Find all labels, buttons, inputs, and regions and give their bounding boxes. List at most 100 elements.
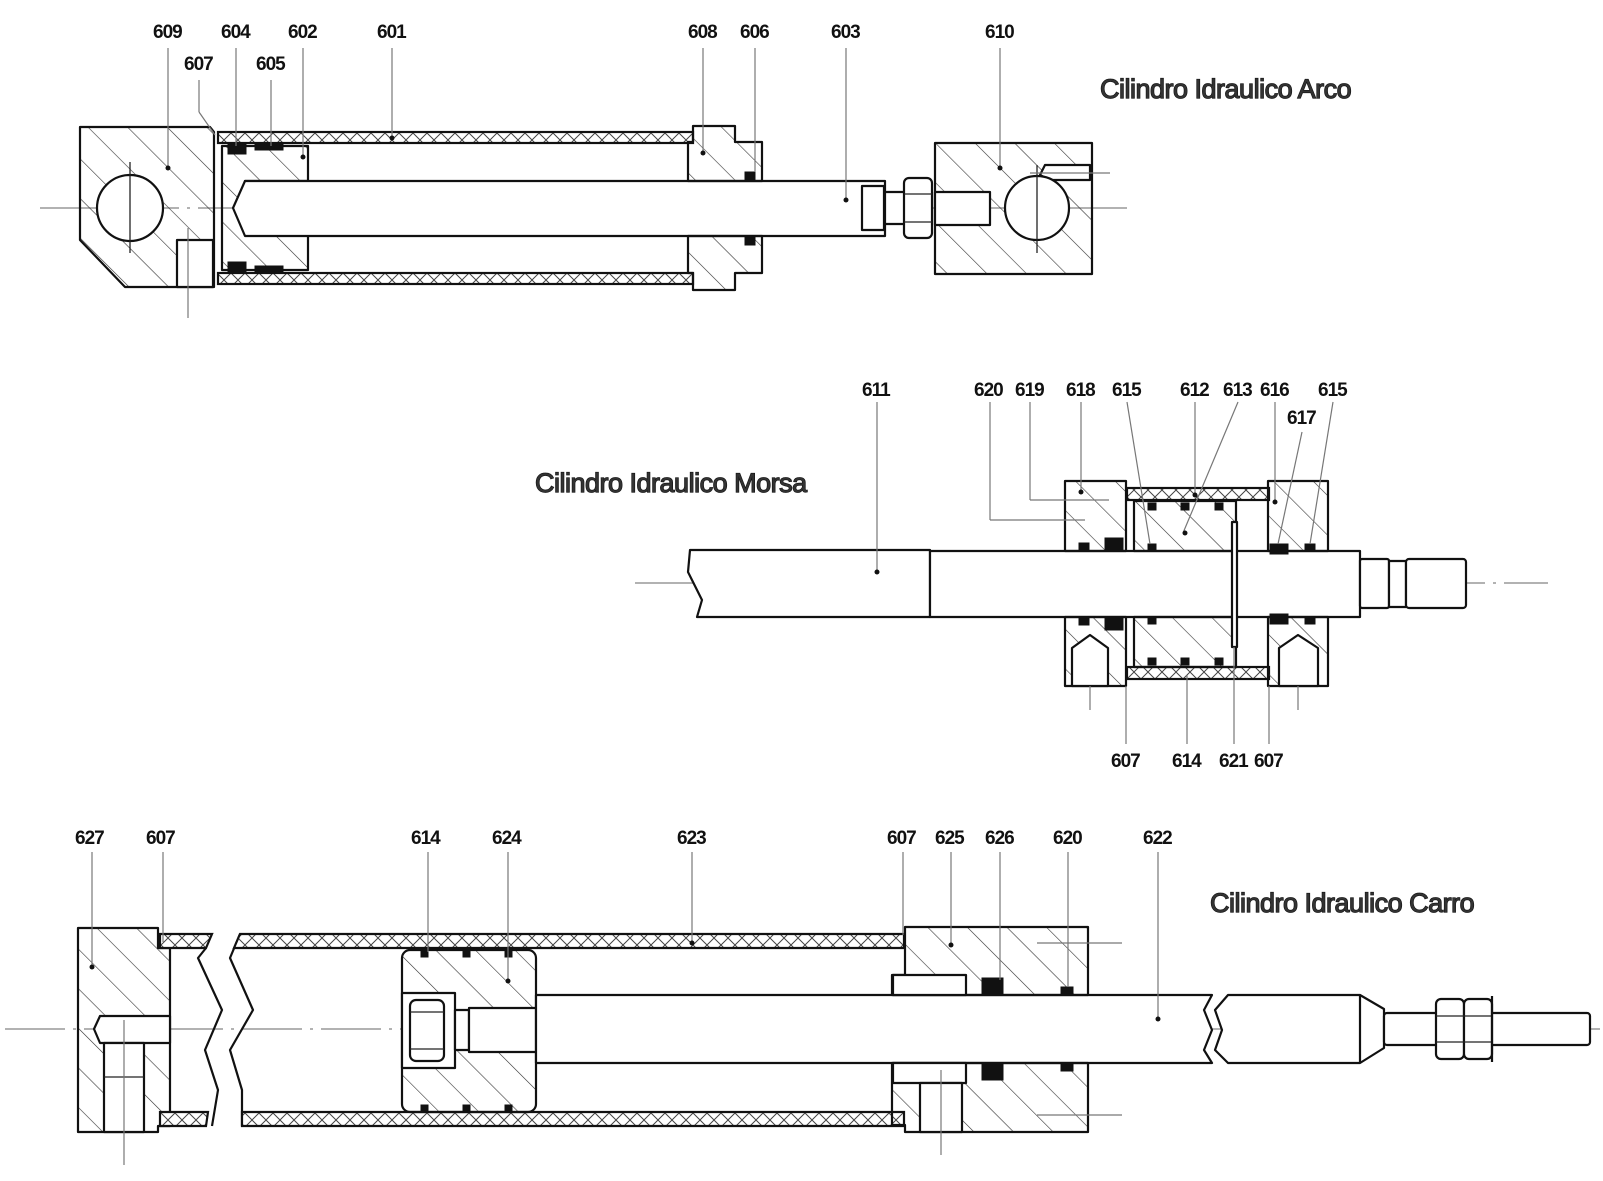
part-621-ring: [1230, 520, 1239, 649]
callout-607-right: 607: [1254, 751, 1283, 772]
part-614-seal: [462, 949, 471, 958]
part-608-head-bottom: [686, 234, 764, 292]
part-601-barrel-bottom: [216, 271, 695, 286]
part-615-seal: [1214, 657, 1224, 666]
part-615-seal: [1214, 502, 1224, 511]
callout-615-right: 615: [1318, 380, 1348, 401]
callout-607: 607: [184, 54, 213, 75]
part-618-left-cap-top: [1063, 479, 1128, 553]
callout-605: 605: [256, 54, 286, 75]
cylinder-morsa: Cilindro Idraulico Morsa: [534, 380, 1548, 772]
callout-619: 619: [1015, 380, 1044, 401]
callout-624: 624: [492, 828, 522, 849]
rod-body: [928, 549, 1362, 619]
cylinder-carro: Cilindro Idraulico Carro: [5, 828, 1600, 1165]
part-623-barrel-top: [232, 932, 906, 950]
callout-607-left: 607: [1111, 751, 1140, 772]
callout-620: 620: [1053, 828, 1082, 849]
callout-614: 614: [411, 828, 441, 849]
break-line-left: [196, 947, 224, 1127]
leaders-arco: [165, 48, 1003, 203]
rod-spigot: [467, 1006, 538, 1054]
rod-end-collar: [860, 184, 886, 232]
callout-601: 601: [377, 22, 407, 43]
part-620-seal-top: [1060, 986, 1074, 996]
port-fitting: [175, 238, 215, 289]
callout-613: 613: [1223, 380, 1252, 401]
part-614-barrel-bottom: [1125, 665, 1271, 681]
callout-609: 609: [153, 22, 182, 43]
callout-607-left: 607: [146, 828, 175, 849]
part-615-seal: [1147, 543, 1157, 552]
port-fitting-left: [1070, 633, 1110, 688]
callout-616: 616: [1260, 380, 1289, 401]
callout-627: 627: [75, 828, 104, 849]
title-arco: Cilindro Idraulico Arco: [1100, 74, 1351, 104]
part-626-seal-bottom: [981, 1062, 1004, 1081]
part-617-seal-top: [1269, 543, 1289, 555]
part-623-barrel-bottom: [240, 1110, 906, 1128]
part-603-rod: [231, 179, 887, 238]
rod-end-body: [1213, 993, 1386, 1065]
callout-618: 618: [1066, 380, 1095, 401]
part-615-seal: [1147, 502, 1157, 511]
lock-nut: [902, 176, 934, 240]
callout-617: 617: [1287, 408, 1316, 429]
rod-tip: [1404, 557, 1468, 610]
callout-612: 612: [1180, 380, 1209, 401]
callout-602: 602: [288, 22, 317, 43]
part-620-seal-bottom: [1078, 616, 1090, 626]
title-morsa: Cilindro Idraulico Morsa: [535, 468, 808, 498]
leaders-morsa: [874, 401, 1334, 744]
part-614-seal: [420, 949, 429, 958]
part-615-seal-bottom: [1304, 616, 1316, 625]
callout-607-right: 607: [887, 828, 916, 849]
head-recess-bottom: [891, 1061, 968, 1085]
port-fitting-right: [1277, 633, 1320, 688]
callout-626: 626: [985, 828, 1014, 849]
rod-tip-collar: [1358, 557, 1391, 610]
callout-622: 622: [1143, 828, 1172, 849]
part-615-seal: [1147, 616, 1157, 625]
rod-tip-groove: [1387, 559, 1408, 609]
piston-nut: [408, 998, 446, 1063]
part-604-seal-bottom: [227, 261, 247, 273]
callout-611: 611: [862, 380, 891, 401]
part-623-barrel-left-top: [158, 932, 214, 950]
part-614-seal: [462, 1104, 471, 1113]
part-604-seal-top: [227, 143, 247, 155]
cylinder-arco: Cilindro Idraulico Arco: [40, 22, 1352, 318]
port-bore: [92, 1014, 172, 1045]
part-615-seal-top: [1304, 543, 1316, 552]
callout-610: 610: [985, 22, 1014, 43]
part-615-seal: [1180, 657, 1190, 666]
part-615-seal: [1147, 657, 1157, 666]
break-line-right: [228, 933, 255, 1126]
title-carro: Cilindro Idraulico Carro: [1210, 888, 1474, 918]
part-619-wiper-bottom: [1104, 616, 1124, 631]
part-619-wiper-top: [1104, 537, 1124, 552]
part-623-barrel-left-bottom: [158, 1110, 210, 1128]
lock-nut-1: [1434, 997, 1466, 1061]
part-626-seal-top: [981, 977, 1004, 996]
callout-608: 608: [688, 22, 717, 43]
callout-621: 621: [1219, 751, 1249, 772]
part-620-seal-bottom: [1060, 1062, 1074, 1072]
part-608-head-top: [686, 124, 764, 183]
part-617-seal-bottom: [1269, 613, 1289, 625]
callout-603: 603: [831, 22, 860, 43]
clevis-thread: [933, 190, 992, 227]
head-recess-top: [891, 973, 968, 997]
part-611-rod: [686, 548, 932, 619]
leaders-carro: [89, 852, 1161, 1022]
lock-nut-2: [1462, 997, 1494, 1061]
part-620-seal-top: [1078, 542, 1090, 552]
part-614-seal: [504, 1104, 513, 1113]
callout-620: 620: [974, 380, 1003, 401]
part-615-seal: [1180, 502, 1190, 511]
rod-thread: [453, 1008, 471, 1052]
part-614-seal: [420, 1104, 429, 1113]
part-606-seal-bottom: [744, 235, 756, 246]
part-601-barrel-top: [216, 130, 695, 145]
